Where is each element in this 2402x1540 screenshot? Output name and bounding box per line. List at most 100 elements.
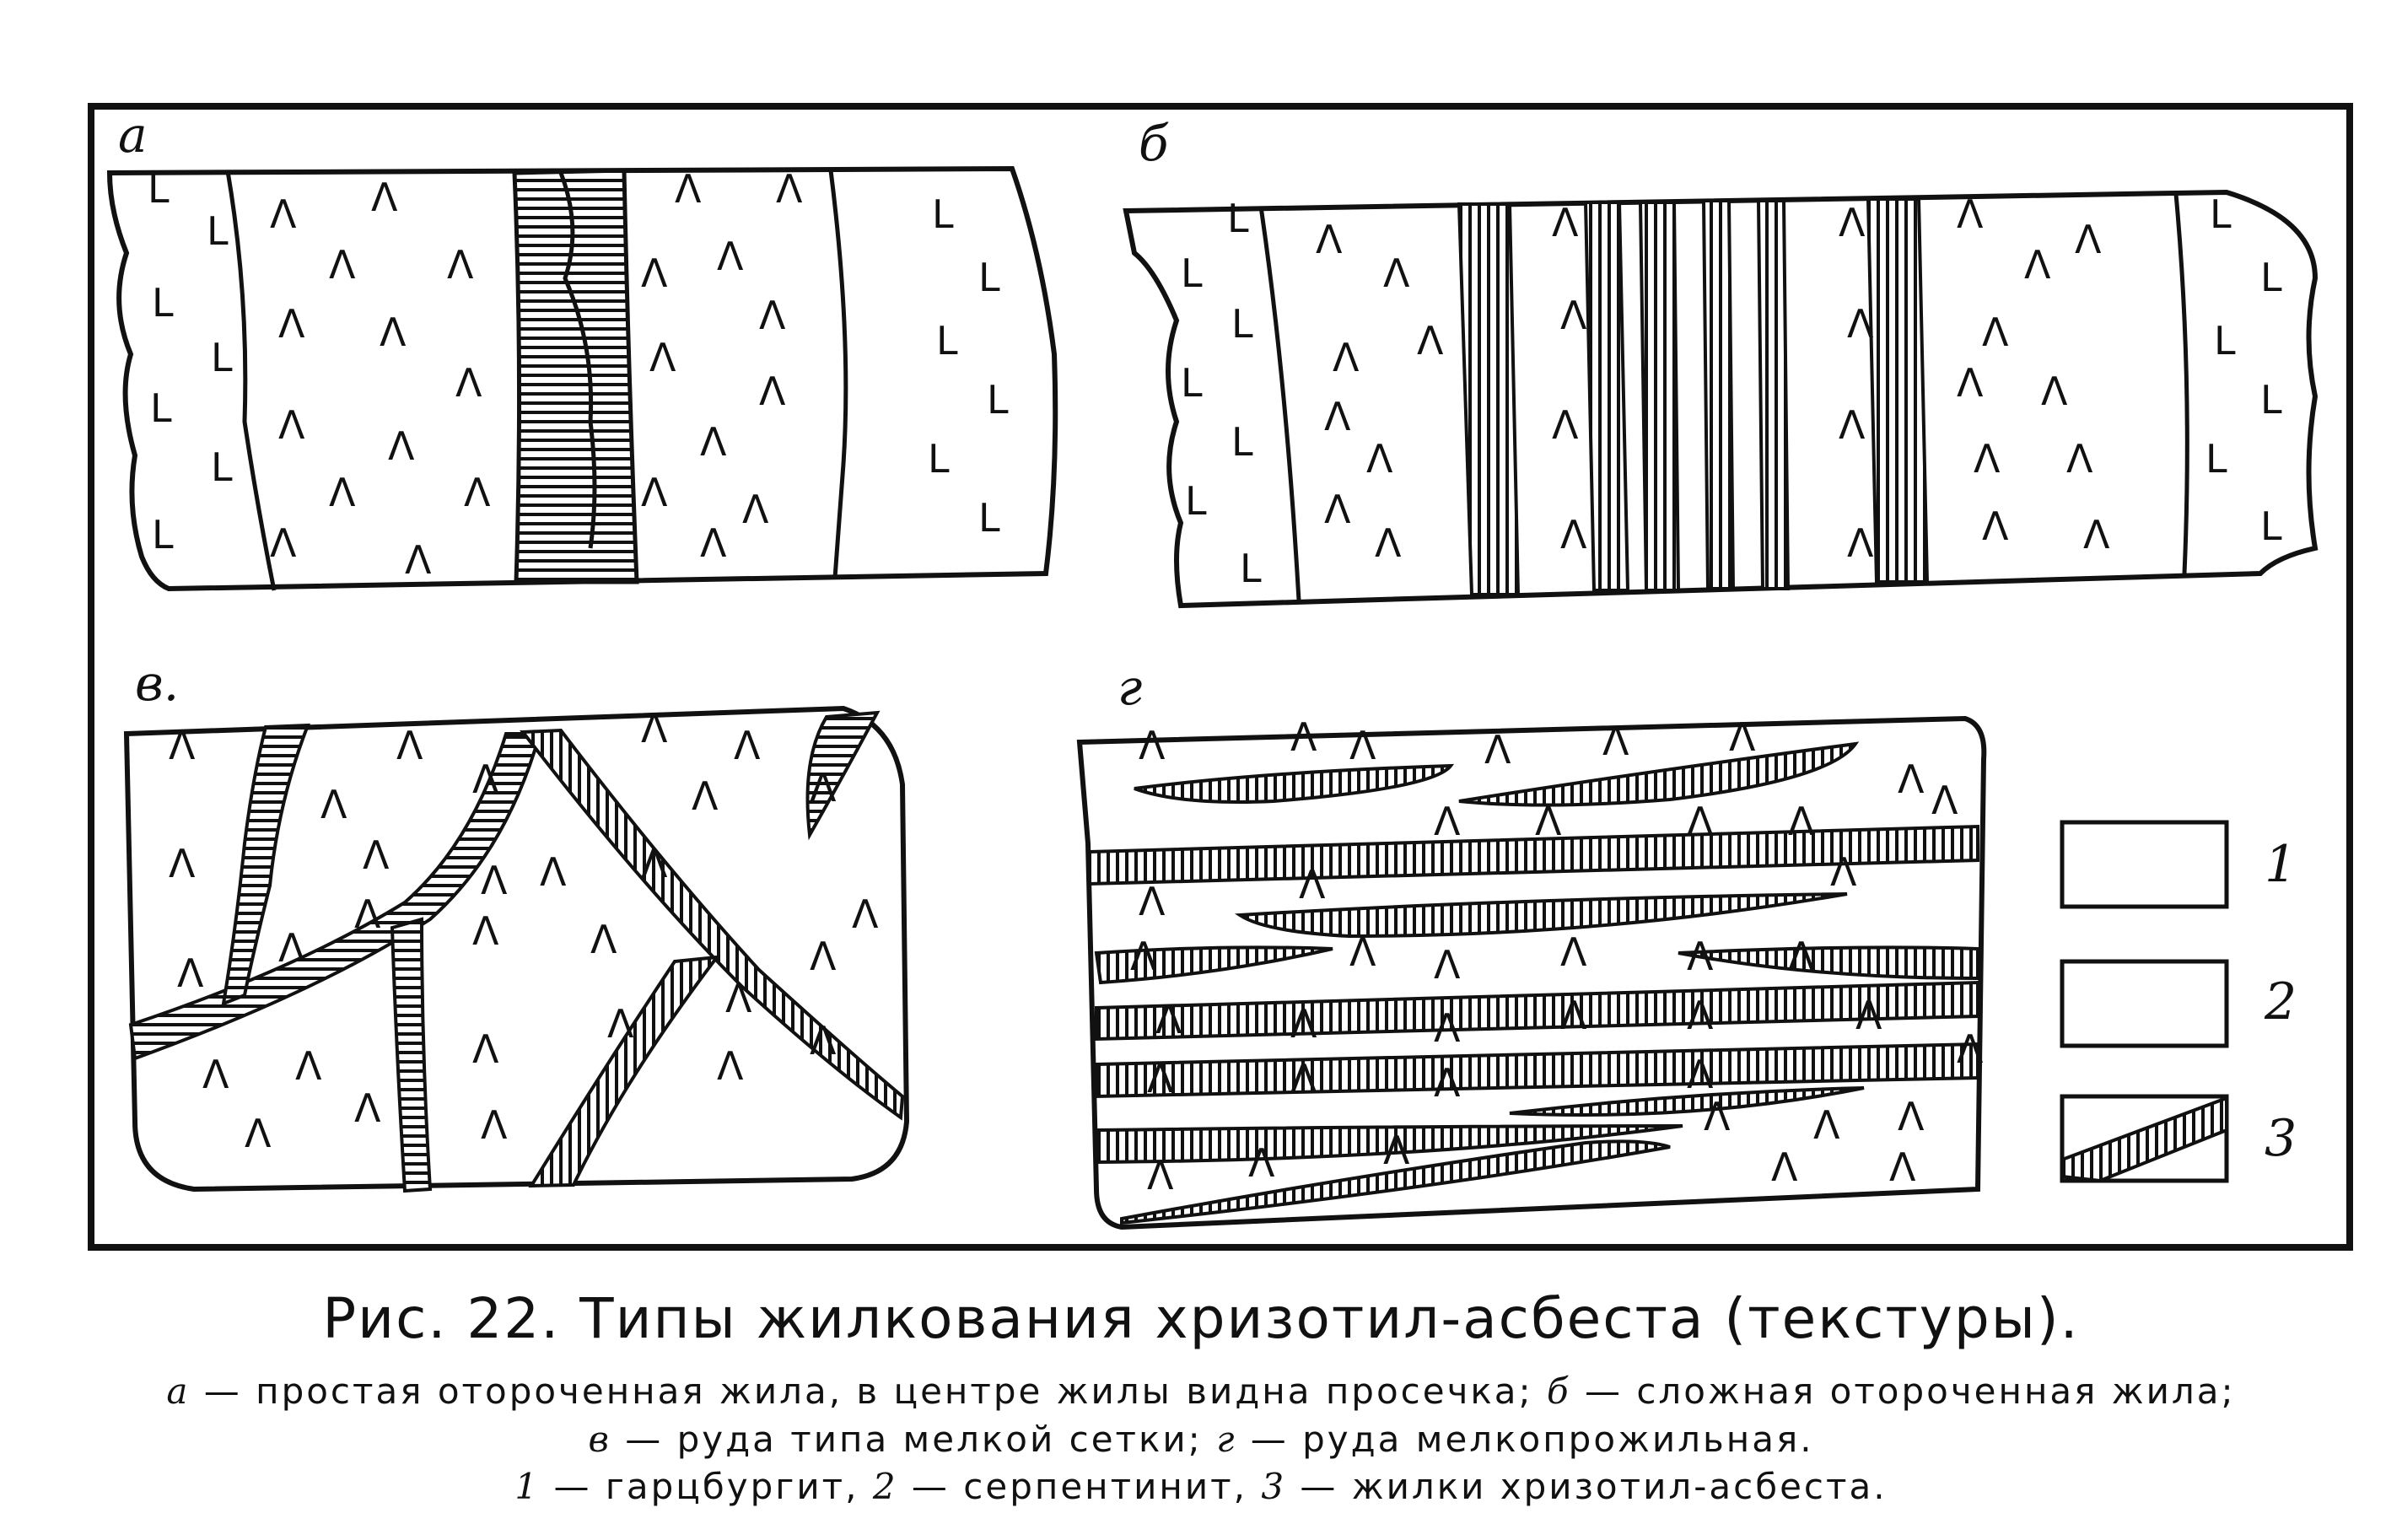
- serpentinite-symbol: Λ: [1349, 723, 1376, 768]
- panel-b-vein-1: [1457, 202, 1521, 596]
- serpentinite-symbol: Λ: [649, 335, 676, 380]
- serpentinite-symbol: Λ: [1839, 402, 1866, 448]
- serpentinite-symbol: Λ: [1830, 849, 1857, 895]
- serpentinite-symbol: Λ: [1383, 1128, 1410, 1173]
- serpentinite-symbol: Λ: [405, 537, 432, 583]
- serpentinite-symbol: Λ: [363, 832, 390, 878]
- panel-g-lens-5: [1509, 1086, 1865, 1117]
- panel-b-letter: б: [1139, 115, 1169, 172]
- serpentinite-symbol: Λ: [1974, 436, 2001, 482]
- serpentinite-symbol: Λ: [1898, 1094, 1925, 1139]
- serpentinite-symbol: Λ: [1552, 200, 1579, 245]
- serpentinite-symbol: Λ: [278, 925, 305, 971]
- panel-b-vein-5: [1756, 199, 1791, 590]
- serpentinite-symbol: Λ: [1687, 934, 1714, 979]
- caption-text-a: — простая отороченная жила, в центре жил…: [190, 1370, 1547, 1412]
- serpentinite-symbol: Λ: [270, 520, 297, 566]
- harzburgite-symbol: L: [932, 191, 954, 237]
- panel-a-boundary-2: [828, 170, 848, 579]
- serpentinite-symbol: Λ: [1248, 1140, 1275, 1186]
- panel-v-veinlet-6: [805, 710, 881, 841]
- serpentinite-symbol: Λ: [590, 917, 617, 962]
- serpentinite-symbol: Λ: [1290, 1056, 1317, 1101]
- panel-v-letter: в.: [135, 654, 179, 712]
- serpentinite-symbol: Λ: [1855, 993, 1882, 1038]
- panel-g-band-2: [1094, 945, 1333, 985]
- serpentinite-symbol: Λ: [1130, 934, 1157, 979]
- harzburgite-symbol: L: [1231, 419, 1253, 465]
- serpentinite-symbol: Λ: [1299, 862, 1326, 907]
- serpentinite-symbol: Λ: [278, 301, 305, 347]
- serpentinite-symbol: Λ: [447, 242, 474, 288]
- legend-number-3: 3: [2265, 1109, 2297, 1168]
- serpentinite-symbol: Λ: [1139, 723, 1166, 768]
- serpentinite-symbol: Λ: [380, 310, 407, 355]
- serpentinite-symbol: Λ: [1349, 929, 1376, 975]
- serpentinite-symbol: Λ: [759, 293, 786, 338]
- serpentinite-symbol: Λ: [641, 706, 668, 751]
- harzburgite-symbol: L: [2210, 191, 2232, 237]
- serpentinite-symbol: Λ: [1602, 719, 1629, 764]
- panel-g-letter: г: [1118, 659, 1142, 716]
- serpentinite-symbol: Λ: [1957, 1026, 1984, 1072]
- panel-b-vein-3: [1638, 201, 1681, 592]
- harzburgite-symbol: L: [928, 436, 950, 482]
- caption-line-3: 1 — гарцбургит, 2 — серпентинит, 3 — жил…: [0, 1466, 2402, 1507]
- harzburgite-symbol: L: [152, 512, 174, 557]
- caption-text-v: — руда типа мелкой сетки;: [611, 1419, 1217, 1460]
- serpentinite-symbol: Λ: [1147, 1056, 1174, 1101]
- harzburgite-symbol: L: [978, 255, 1000, 300]
- serpentinite-symbol: Λ: [1375, 520, 1402, 566]
- harzburgite-symbol: L: [148, 166, 170, 212]
- legend-veinlet-sample: [2060, 1096, 2228, 1183]
- serpentinite-symbol: Λ: [1434, 799, 1461, 844]
- serpentinite-symbol: Λ: [1484, 727, 1511, 773]
- serpentinite-symbol: Λ: [2066, 436, 2093, 482]
- serpentinite-symbol: Λ: [607, 1001, 634, 1047]
- outer-frame: [88, 103, 2353, 1251]
- panel-a-letter: а: [118, 106, 148, 164]
- caption-text-2: — серпентинит,: [897, 1466, 1262, 1507]
- panel-a-simple-bordered-vein: а: [106, 106, 1058, 592]
- serpentinite-symbol: Λ: [1324, 394, 1351, 439]
- panel-v-veinlet-3: [221, 723, 310, 1007]
- serpentinite-symbol: Λ: [1704, 1094, 1731, 1139]
- caption-num-1: 1: [514, 1466, 541, 1507]
- serpentinite-symbol: Λ: [1687, 993, 1714, 1038]
- serpentinite-symbol: Λ: [1560, 293, 1587, 338]
- panel-g-lens-4: [1678, 945, 1979, 981]
- harzburgite-symbol: L: [2205, 436, 2227, 482]
- panel-b-boundary-2: [2173, 193, 2189, 574]
- harzburgite-symbol: L: [1181, 250, 1203, 296]
- serpentinite-symbol: Λ: [1434, 942, 1461, 988]
- serpentinite-symbol: Λ: [1333, 335, 1360, 380]
- panel-v-veinlet-4: [390, 917, 433, 1193]
- harzburgite-symbol: L: [936, 318, 958, 363]
- serpentinite-symbol: Λ: [295, 1043, 322, 1089]
- serpentinite-symbol: Λ: [1847, 301, 1874, 347]
- serpentinite-symbol: Λ: [1560, 929, 1587, 975]
- caption-text-b: — сложная отороченная жила;: [1570, 1370, 2236, 1412]
- serpentinite-symbol: Λ: [1957, 191, 1984, 237]
- serpentinite-symbol: Λ: [177, 950, 204, 996]
- serpentinite-symbol: Λ: [700, 520, 727, 566]
- figure-caption-title: Рис. 22. Типы жилкования хризотил-асбест…: [322, 1286, 2080, 1351]
- serpentinite-symbol: Λ: [641, 470, 668, 515]
- serpentinite-symbol: Λ: [810, 934, 837, 979]
- serpentinite-symbol: Λ: [1813, 1102, 1840, 1148]
- serpentinite-symbol: Λ: [742, 487, 769, 532]
- serpentinite-symbol: Λ: [202, 1052, 229, 1097]
- serpentinite-symbol: Λ: [734, 723, 761, 768]
- serpentinite-symbol: Λ: [371, 175, 398, 220]
- serpentinite-symbol: Λ: [1982, 503, 2009, 549]
- serpentinite-symbol: Λ: [1434, 1060, 1461, 1106]
- serpentinite-symbol: Λ: [1788, 934, 1815, 979]
- serpentinite-symbol: Λ: [641, 841, 668, 886]
- legend-number-1: 1: [2265, 835, 2297, 894]
- panel-g-lens-1: [1134, 763, 1455, 804]
- serpentinite-symbol: Λ: [725, 976, 752, 1021]
- serpentinite-symbol: Λ: [1139, 879, 1166, 924]
- serpentinite-symbol: Λ: [169, 841, 196, 886]
- panel-g-fine-veinlet-ore: г: [1076, 659, 1987, 1230]
- serpentinite-symbol: Λ: [388, 423, 415, 469]
